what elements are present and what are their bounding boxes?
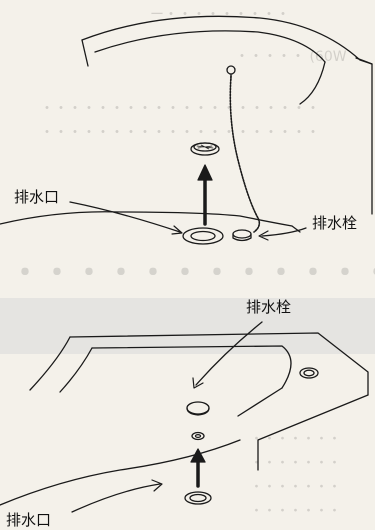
top-outlet-leader xyxy=(69,201,181,233)
bottom-overflow-ring xyxy=(299,367,319,379)
top-drain-plug xyxy=(232,229,252,242)
reverse-side-shade xyxy=(0,298,375,354)
bottom-tub-illustration xyxy=(0,332,369,506)
bottom-tub-rim xyxy=(69,332,369,396)
top-plug-leader xyxy=(261,227,307,237)
top-drain-outlet xyxy=(182,227,224,245)
top-drain-plug-label: 排水栓 xyxy=(312,214,358,232)
top-up-arrow xyxy=(197,164,213,226)
bottom-drain-outlet-label: 排水口 xyxy=(6,511,52,529)
bottom-drain-plug-label: 排水栓 xyxy=(246,298,292,316)
bottom-up-arrow xyxy=(190,448,206,488)
bottom-plug-stem xyxy=(191,431,205,441)
bottom-drain-outlet xyxy=(184,491,212,505)
top-plug-chain xyxy=(229,75,261,233)
top-tub-rim xyxy=(81,15,373,215)
top-drain-outlet-label: 排水口 xyxy=(14,188,60,206)
chain-hook xyxy=(226,65,236,75)
bottom-plug-leader xyxy=(195,321,263,386)
bottom-tub-floor xyxy=(0,439,241,506)
top-removed-strainer xyxy=(190,142,220,156)
top-tub-illustration xyxy=(0,15,373,233)
top-tub-floor xyxy=(0,211,293,227)
bottom-outlet-leader xyxy=(71,483,161,513)
bottom-drain-plug xyxy=(186,401,210,416)
